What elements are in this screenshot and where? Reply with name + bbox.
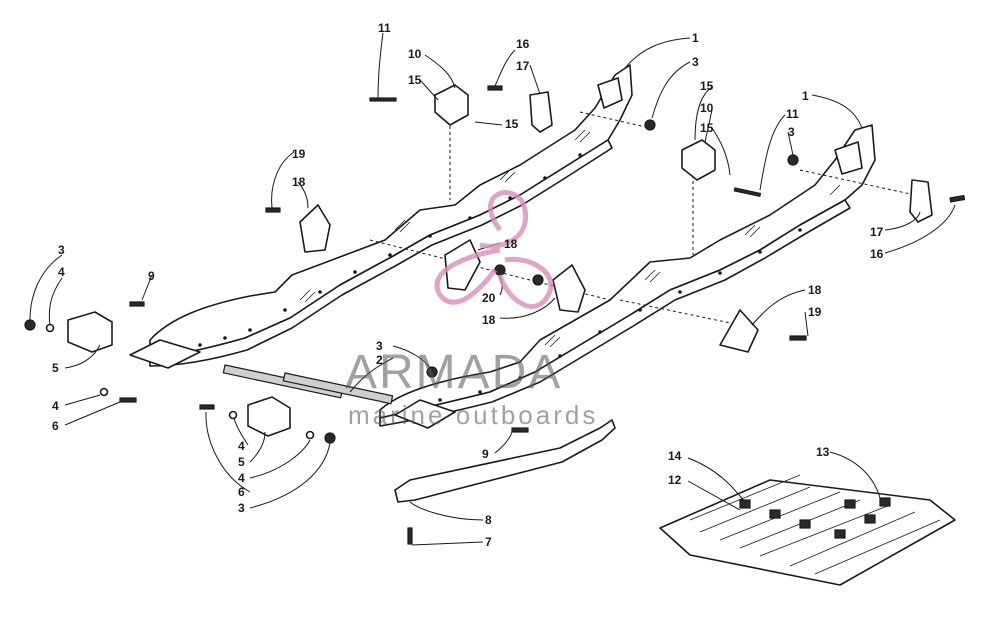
callout-19: 19	[808, 305, 822, 319]
callout-4: 4	[52, 399, 59, 413]
callout-9: 9	[482, 447, 489, 461]
watermark-logo-icon	[434, 190, 554, 309]
watermark: ARMADA marine outboards	[345, 190, 598, 430]
slide-rail-left	[149, 64, 633, 367]
callout-6: 6	[238, 485, 245, 499]
track-section	[659, 474, 956, 586]
callout-20: 20	[482, 291, 496, 305]
callout-4: 4	[238, 471, 245, 485]
small-parts	[24, 84, 966, 545]
callout-18: 18	[482, 313, 496, 327]
callout-7: 7	[485, 535, 492, 549]
callout-11: 11	[378, 21, 391, 35]
callout-16: 16	[870, 247, 884, 261]
callout-13: 13	[816, 445, 830, 459]
callout-16: 16	[516, 37, 530, 51]
callout-15: 15	[505, 117, 519, 131]
callout-9: 9	[148, 269, 155, 283]
callout-2: 2	[376, 353, 383, 367]
callout-1: 1	[692, 31, 699, 45]
callout-15: 15	[408, 73, 422, 87]
rail-holes-right	[438, 228, 802, 402]
callout-8: 8	[485, 513, 492, 527]
callout-1: 1	[802, 89, 809, 103]
watermark-brand: ARMADA	[345, 346, 562, 399]
callout-18: 18	[504, 237, 518, 251]
callout-labels: 1 3 11 10 15 15 16 17 15 10 15 1 11 3 19…	[52, 21, 884, 549]
callout-5: 5	[238, 455, 245, 469]
callout-17: 17	[870, 225, 884, 239]
callout-12: 12	[668, 473, 682, 487]
callout-15: 15	[700, 79, 714, 93]
leader-lines	[29, 32, 956, 546]
callout-4: 4	[238, 439, 245, 453]
callout-15: 15	[700, 121, 714, 135]
callout-3: 3	[376, 339, 383, 353]
callout-11: 11	[786, 107, 799, 121]
callout-10: 10	[408, 47, 422, 61]
callout-6: 6	[52, 419, 59, 433]
callout-3: 3	[58, 243, 65, 257]
callout-14: 14	[668, 449, 682, 463]
rail-holes-left	[198, 153, 582, 347]
callout-3: 3	[238, 501, 245, 515]
callout-18: 18	[292, 175, 306, 189]
callout-3: 3	[692, 55, 699, 69]
watermark-tagline: marine outboards	[348, 400, 598, 430]
callout-3: 3	[788, 125, 795, 139]
cross-shafts	[222, 111, 916, 405]
callout-4: 4	[58, 265, 65, 279]
callout-19: 19	[292, 147, 306, 161]
callout-18: 18	[808, 283, 822, 297]
callout-5: 5	[52, 361, 59, 375]
callout-10: 10	[700, 101, 714, 115]
callout-17: 17	[516, 59, 530, 73]
